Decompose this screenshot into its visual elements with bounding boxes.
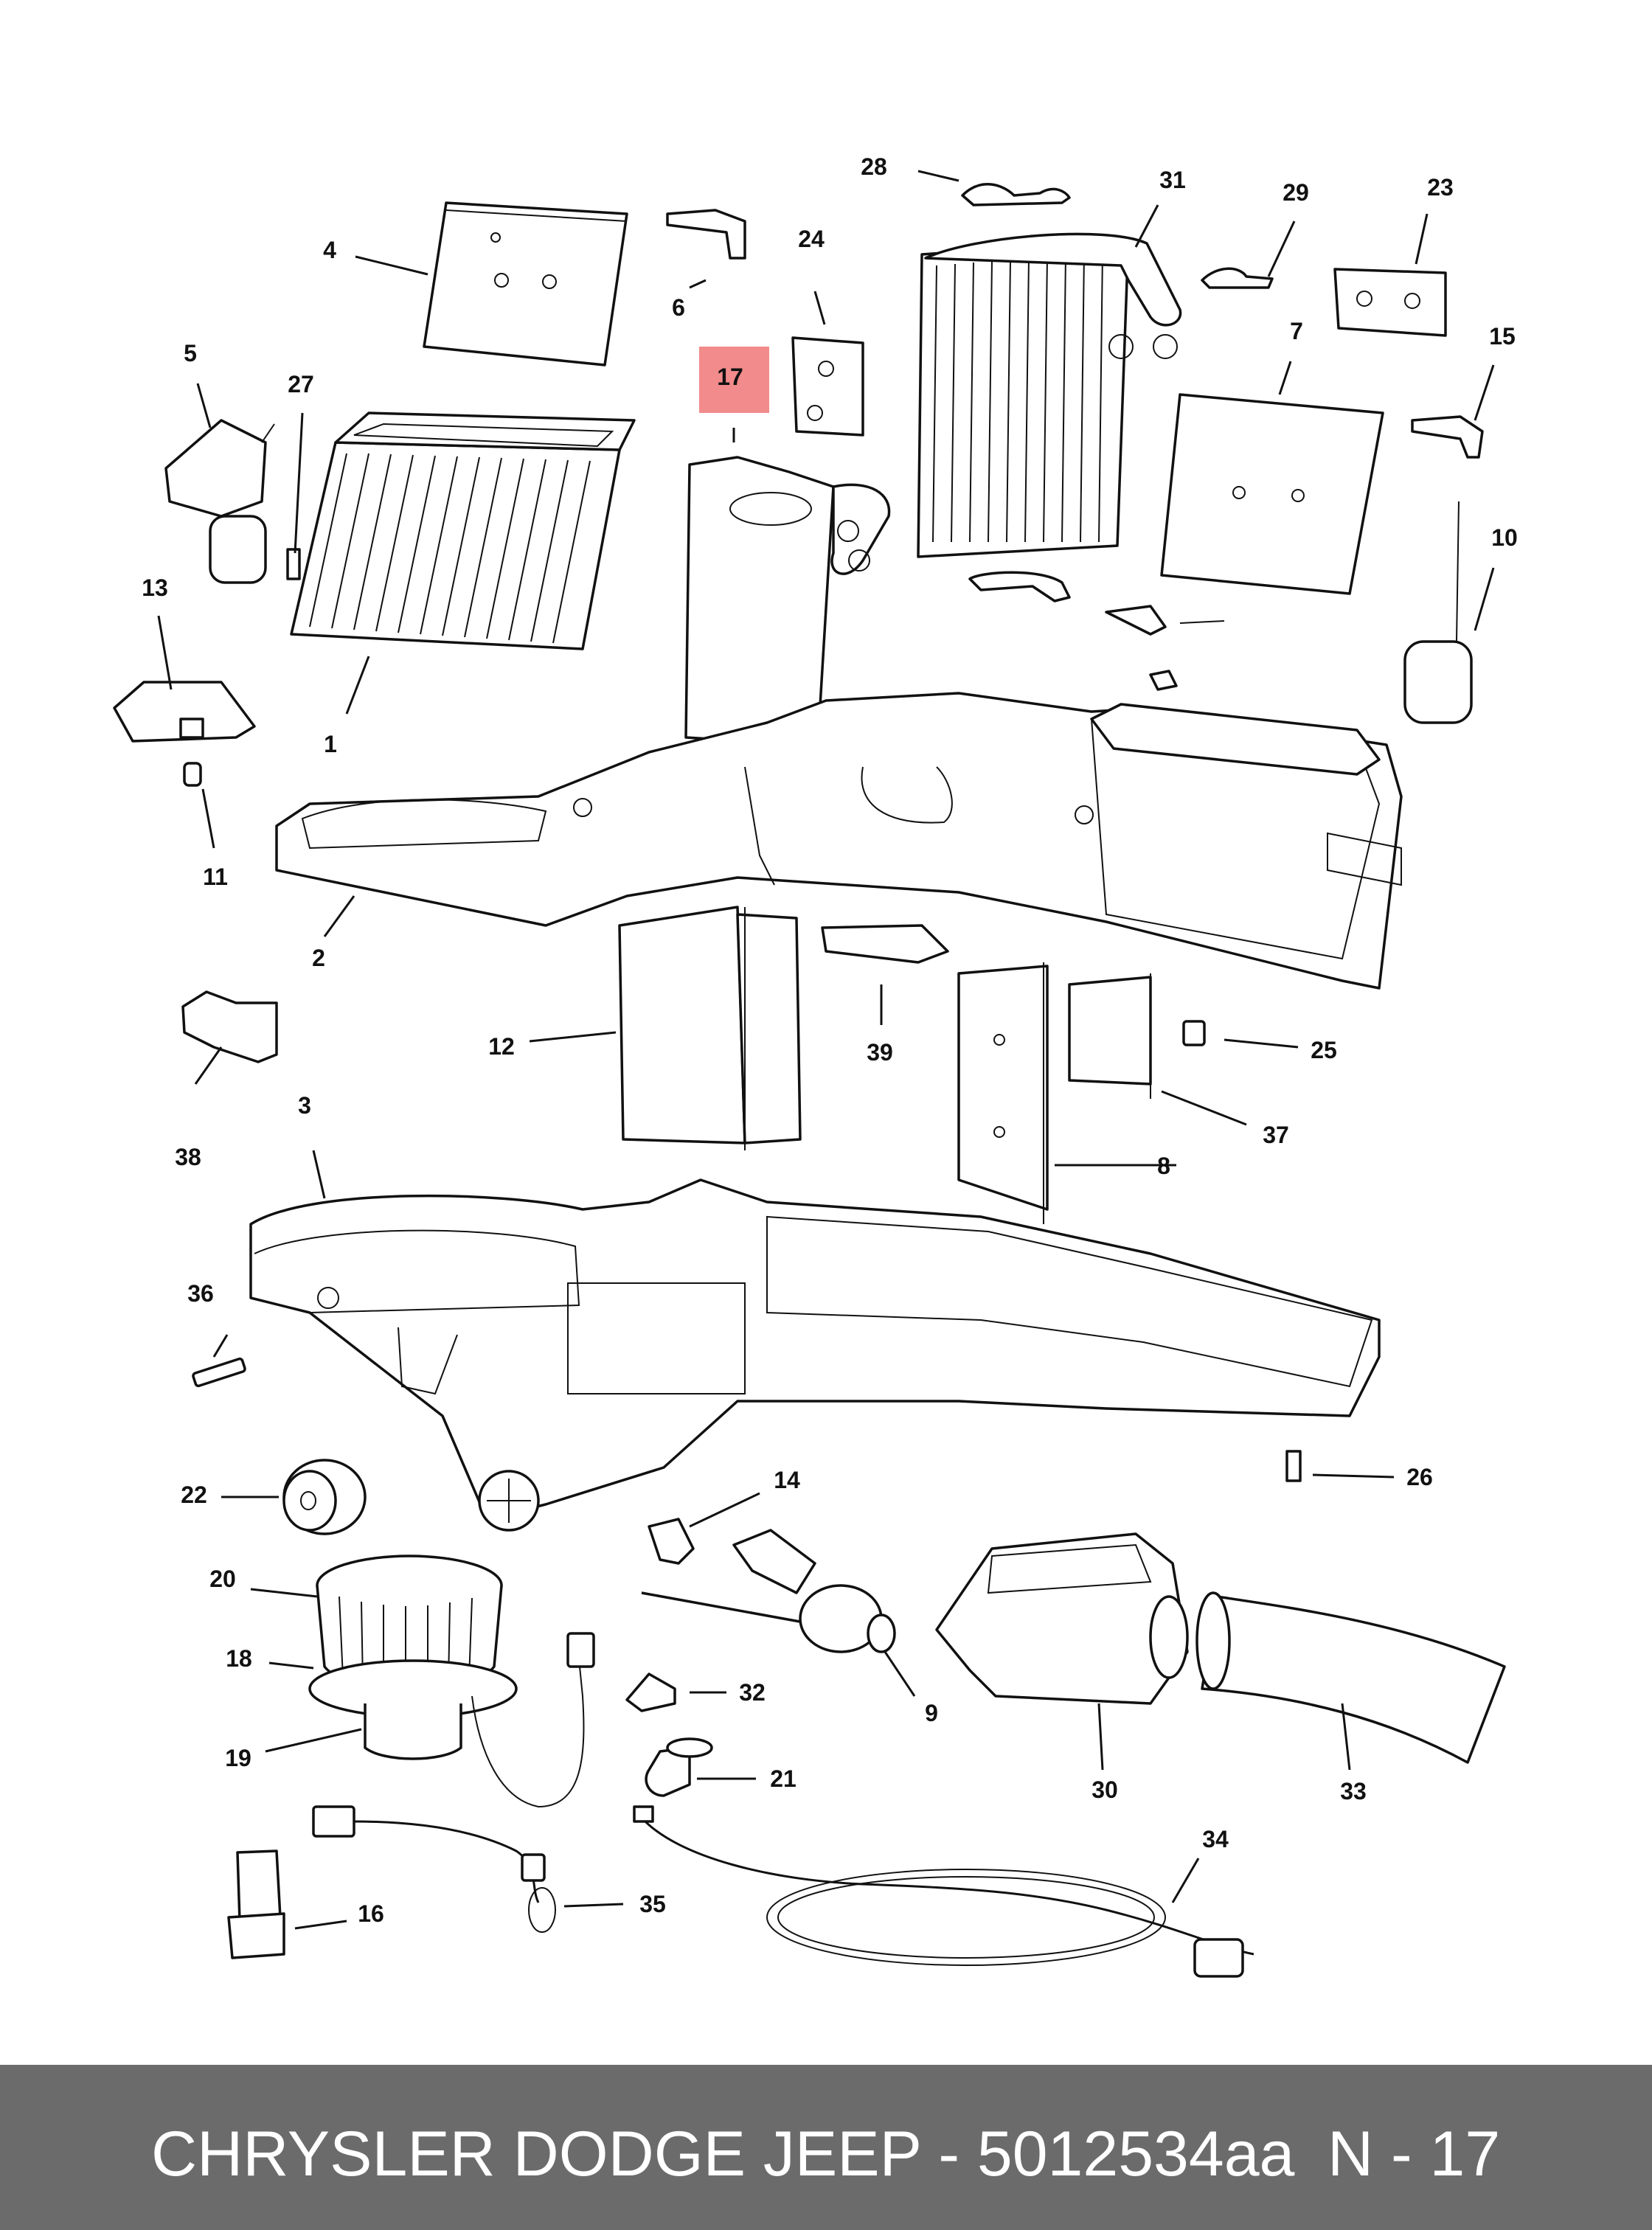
callout-11: 11 xyxy=(203,864,228,890)
leader-lines xyxy=(157,170,1495,1930)
callout-16: 16 xyxy=(358,1900,384,1927)
part-39-bracket xyxy=(821,924,949,964)
part-33-duct-hose xyxy=(1195,1591,1506,1764)
part-34-harness xyxy=(633,1805,1254,1978)
callout-37: 37 xyxy=(1263,1122,1289,1148)
callout-32: 32 xyxy=(739,1679,766,1706)
footer-bar: CHRYSLER DODGE JEEP - 5012534aa N - 17 xyxy=(0,2065,1652,2230)
callout-38: 38 xyxy=(175,1144,201,1170)
part-17-heater-housing xyxy=(684,456,891,746)
callout-13: 13 xyxy=(142,574,168,601)
callout-24: 24 xyxy=(798,226,825,252)
callout-29: 29 xyxy=(1283,179,1309,206)
callout-4: 4 xyxy=(323,237,336,263)
callout-1: 1 xyxy=(324,731,337,757)
part-15-screw xyxy=(1411,415,1484,459)
callout-3: 3 xyxy=(298,1092,311,1119)
part-7-seal-plate xyxy=(1160,393,1384,595)
part-13-actuator xyxy=(113,681,256,743)
part-16-relay xyxy=(227,1849,285,1959)
blend-motor xyxy=(478,1470,540,1532)
callout-labels: 1 2 3 4 5 6 7 8 9 10 11 12 13 14 15 16 1… xyxy=(142,153,1518,1927)
part-1-evaporator-core xyxy=(290,411,636,650)
part-28-clamp xyxy=(961,183,1071,206)
callout-10: 10 xyxy=(1491,524,1518,551)
part-4-seal-plate xyxy=(423,201,628,367)
callout-34: 34 xyxy=(1202,1826,1229,1852)
callout-14: 14 xyxy=(774,1467,800,1493)
callout-9: 9 xyxy=(925,1700,938,1726)
callout-12: 12 xyxy=(488,1033,515,1060)
callout-18: 18 xyxy=(226,1645,252,1672)
callout-7: 7 xyxy=(1290,318,1303,344)
part-29-clamp xyxy=(1201,267,1274,289)
callout-20: 20 xyxy=(209,1566,236,1592)
callout-21: 21 xyxy=(770,1765,796,1792)
part-31-heater-core xyxy=(917,232,1182,558)
part-24-seal xyxy=(791,336,864,437)
part-21-elbow xyxy=(645,1737,713,1797)
part-35-pigtail xyxy=(312,1805,556,1933)
callout-27: 27 xyxy=(288,371,314,397)
callout-39: 39 xyxy=(867,1039,893,1066)
callout-8: 8 xyxy=(1157,1153,1170,1179)
part-23-seal xyxy=(1333,268,1447,337)
part-25-clip xyxy=(1182,1020,1206,1046)
part-17-highlight xyxy=(699,347,769,413)
callout-26: 26 xyxy=(1406,1464,1433,1490)
footer-page-number: N - 17 xyxy=(1328,2119,1501,2189)
part-32-clip xyxy=(625,1672,676,1712)
linkage-parts xyxy=(968,571,1225,691)
part-9-actuator xyxy=(641,1529,896,1653)
callout-22: 22 xyxy=(181,1482,207,1508)
part-27-screw xyxy=(286,548,301,580)
part-11-grommet xyxy=(183,762,202,787)
callout-28: 28 xyxy=(861,153,887,180)
part-22-bushing xyxy=(282,1459,367,1535)
part-19-blower-motor xyxy=(364,1632,595,1808)
part-37-door xyxy=(1068,973,1152,1099)
callout-25: 25 xyxy=(1311,1037,1337,1063)
callout-23: 23 xyxy=(1427,174,1454,201)
callout-31: 31 xyxy=(1159,167,1186,193)
part-38-adapter xyxy=(181,990,278,1063)
part-2-upper-housing xyxy=(275,692,1403,990)
callout-6: 6 xyxy=(672,294,685,321)
part-12-blend-door xyxy=(618,906,802,1150)
callout-30: 30 xyxy=(1092,1776,1118,1803)
part-10-actuator xyxy=(1403,501,1473,724)
exploded-parts-diagram: 1 2 3 4 5 6 7 8 9 10 11 12 13 14 15 16 1… xyxy=(113,153,1518,1978)
part-26-screw xyxy=(1285,1450,1302,1482)
callout-17: 17 xyxy=(717,364,743,390)
part-14-bracket xyxy=(648,1518,695,1565)
part-36-screw xyxy=(192,1357,246,1388)
part-3-lower-housing xyxy=(249,1178,1381,1521)
callout-36: 36 xyxy=(187,1280,214,1307)
callout-35: 35 xyxy=(639,1891,666,1917)
part-5-actuator xyxy=(164,419,275,584)
callout-2: 2 xyxy=(312,945,325,971)
part-8-mode-door xyxy=(957,962,1049,1224)
part-30-duct xyxy=(935,1532,1189,1705)
callout-19: 19 xyxy=(225,1745,251,1771)
callout-33: 33 xyxy=(1340,1778,1367,1805)
footer-part-title: CHRYSLER DODGE JEEP - 5012534aa xyxy=(151,2119,1295,2189)
callout-15: 15 xyxy=(1489,323,1516,350)
part-6-screw xyxy=(666,209,746,260)
callout-5: 5 xyxy=(184,340,197,367)
